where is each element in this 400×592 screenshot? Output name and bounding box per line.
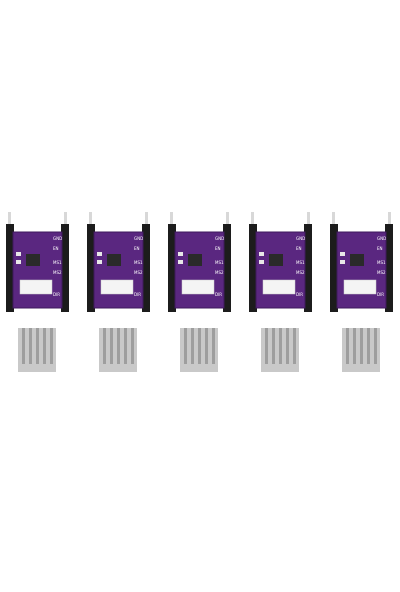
label-en: EN [134, 246, 140, 251]
driver-pcb [255, 231, 306, 309]
label-en: EN [377, 246, 383, 251]
left-pin-header [6, 224, 14, 312]
driver-pcb [93, 231, 144, 309]
label-gnd-top: GND [53, 236, 62, 241]
right-pin-header [385, 224, 393, 312]
dip-switch [262, 279, 296, 295]
stepper-driver-board: GND EN MS1 MS2 DIR [249, 212, 312, 372]
header-pins [170, 212, 229, 226]
label-dir: DIR [53, 292, 60, 297]
stepper-driver-board: GND EN MS1 MS2 DIR [87, 212, 150, 372]
stepper-driver-set-5: GND EN MS1 MS2 DIR [328, 212, 400, 384]
heatsink [99, 328, 137, 372]
label-dir: DIR [296, 292, 303, 297]
header-pins [332, 212, 391, 226]
label-dir: DIR [215, 292, 222, 297]
stepper-driver-board: GND EN MS1 MS2 DIR [330, 212, 393, 372]
label-ms2: MS2 [134, 270, 143, 275]
label-gnd-top: GND [134, 236, 143, 241]
header-pins [89, 212, 148, 226]
dip-switch [343, 279, 377, 295]
label-ms2: MS2 [377, 270, 386, 275]
heatsink [180, 328, 218, 372]
stepper-driver-set-1: GND EN MS1 MS2 DIR [4, 212, 80, 384]
driver-pcb [336, 231, 387, 309]
heatsink [18, 328, 56, 372]
driver-pcb [12, 231, 63, 309]
label-ms1: MS1 [134, 260, 143, 265]
label-ms1: MS1 [215, 260, 224, 265]
driver-chip [350, 254, 364, 266]
heatsink [342, 328, 380, 372]
label-en: EN [53, 246, 59, 251]
stepper-driver-set-3: GND EN MS1 MS2 DIR [166, 212, 242, 384]
dip-switch [100, 279, 134, 295]
label-ms2: MS2 [296, 270, 305, 275]
heatsink [261, 328, 299, 372]
dip-switch [181, 279, 215, 295]
label-gnd-top: GND [215, 236, 224, 241]
right-pin-header [223, 224, 231, 312]
right-pin-header [142, 224, 150, 312]
stepper-driver-set-4: GND EN MS1 MS2 DIR [247, 212, 323, 384]
label-en: EN [296, 246, 302, 251]
label-ms2: MS2 [215, 270, 224, 275]
label-dir: DIR [134, 292, 141, 297]
label-ms2: MS2 [53, 270, 62, 275]
left-pin-header [168, 224, 176, 312]
label-ms1: MS1 [296, 260, 305, 265]
stepper-driver-board: GND EN MS1 MS2 DIR [168, 212, 231, 372]
left-pin-header [330, 224, 338, 312]
left-pin-header [249, 224, 257, 312]
stepper-driver-set-2: GND EN MS1 MS2 DIR [85, 212, 161, 384]
label-en: EN [215, 246, 221, 251]
dip-switch [19, 279, 53, 295]
driver-chip [188, 254, 202, 266]
label-ms1: MS1 [53, 260, 62, 265]
stepper-driver-board: GND EN MS1 MS2 DIR [6, 212, 69, 372]
label-gnd-top: GND [296, 236, 305, 241]
driver-pcb [174, 231, 225, 309]
driver-chip [269, 254, 283, 266]
label-gnd-top: GND [377, 236, 386, 241]
header-pins [251, 212, 310, 226]
right-pin-header [304, 224, 312, 312]
right-pin-header [61, 224, 69, 312]
header-pins [8, 212, 67, 226]
label-dir: DIR [377, 292, 384, 297]
driver-chip [26, 254, 40, 266]
label-ms1: MS1 [377, 260, 386, 265]
left-pin-header [87, 224, 95, 312]
driver-chip [107, 254, 121, 266]
